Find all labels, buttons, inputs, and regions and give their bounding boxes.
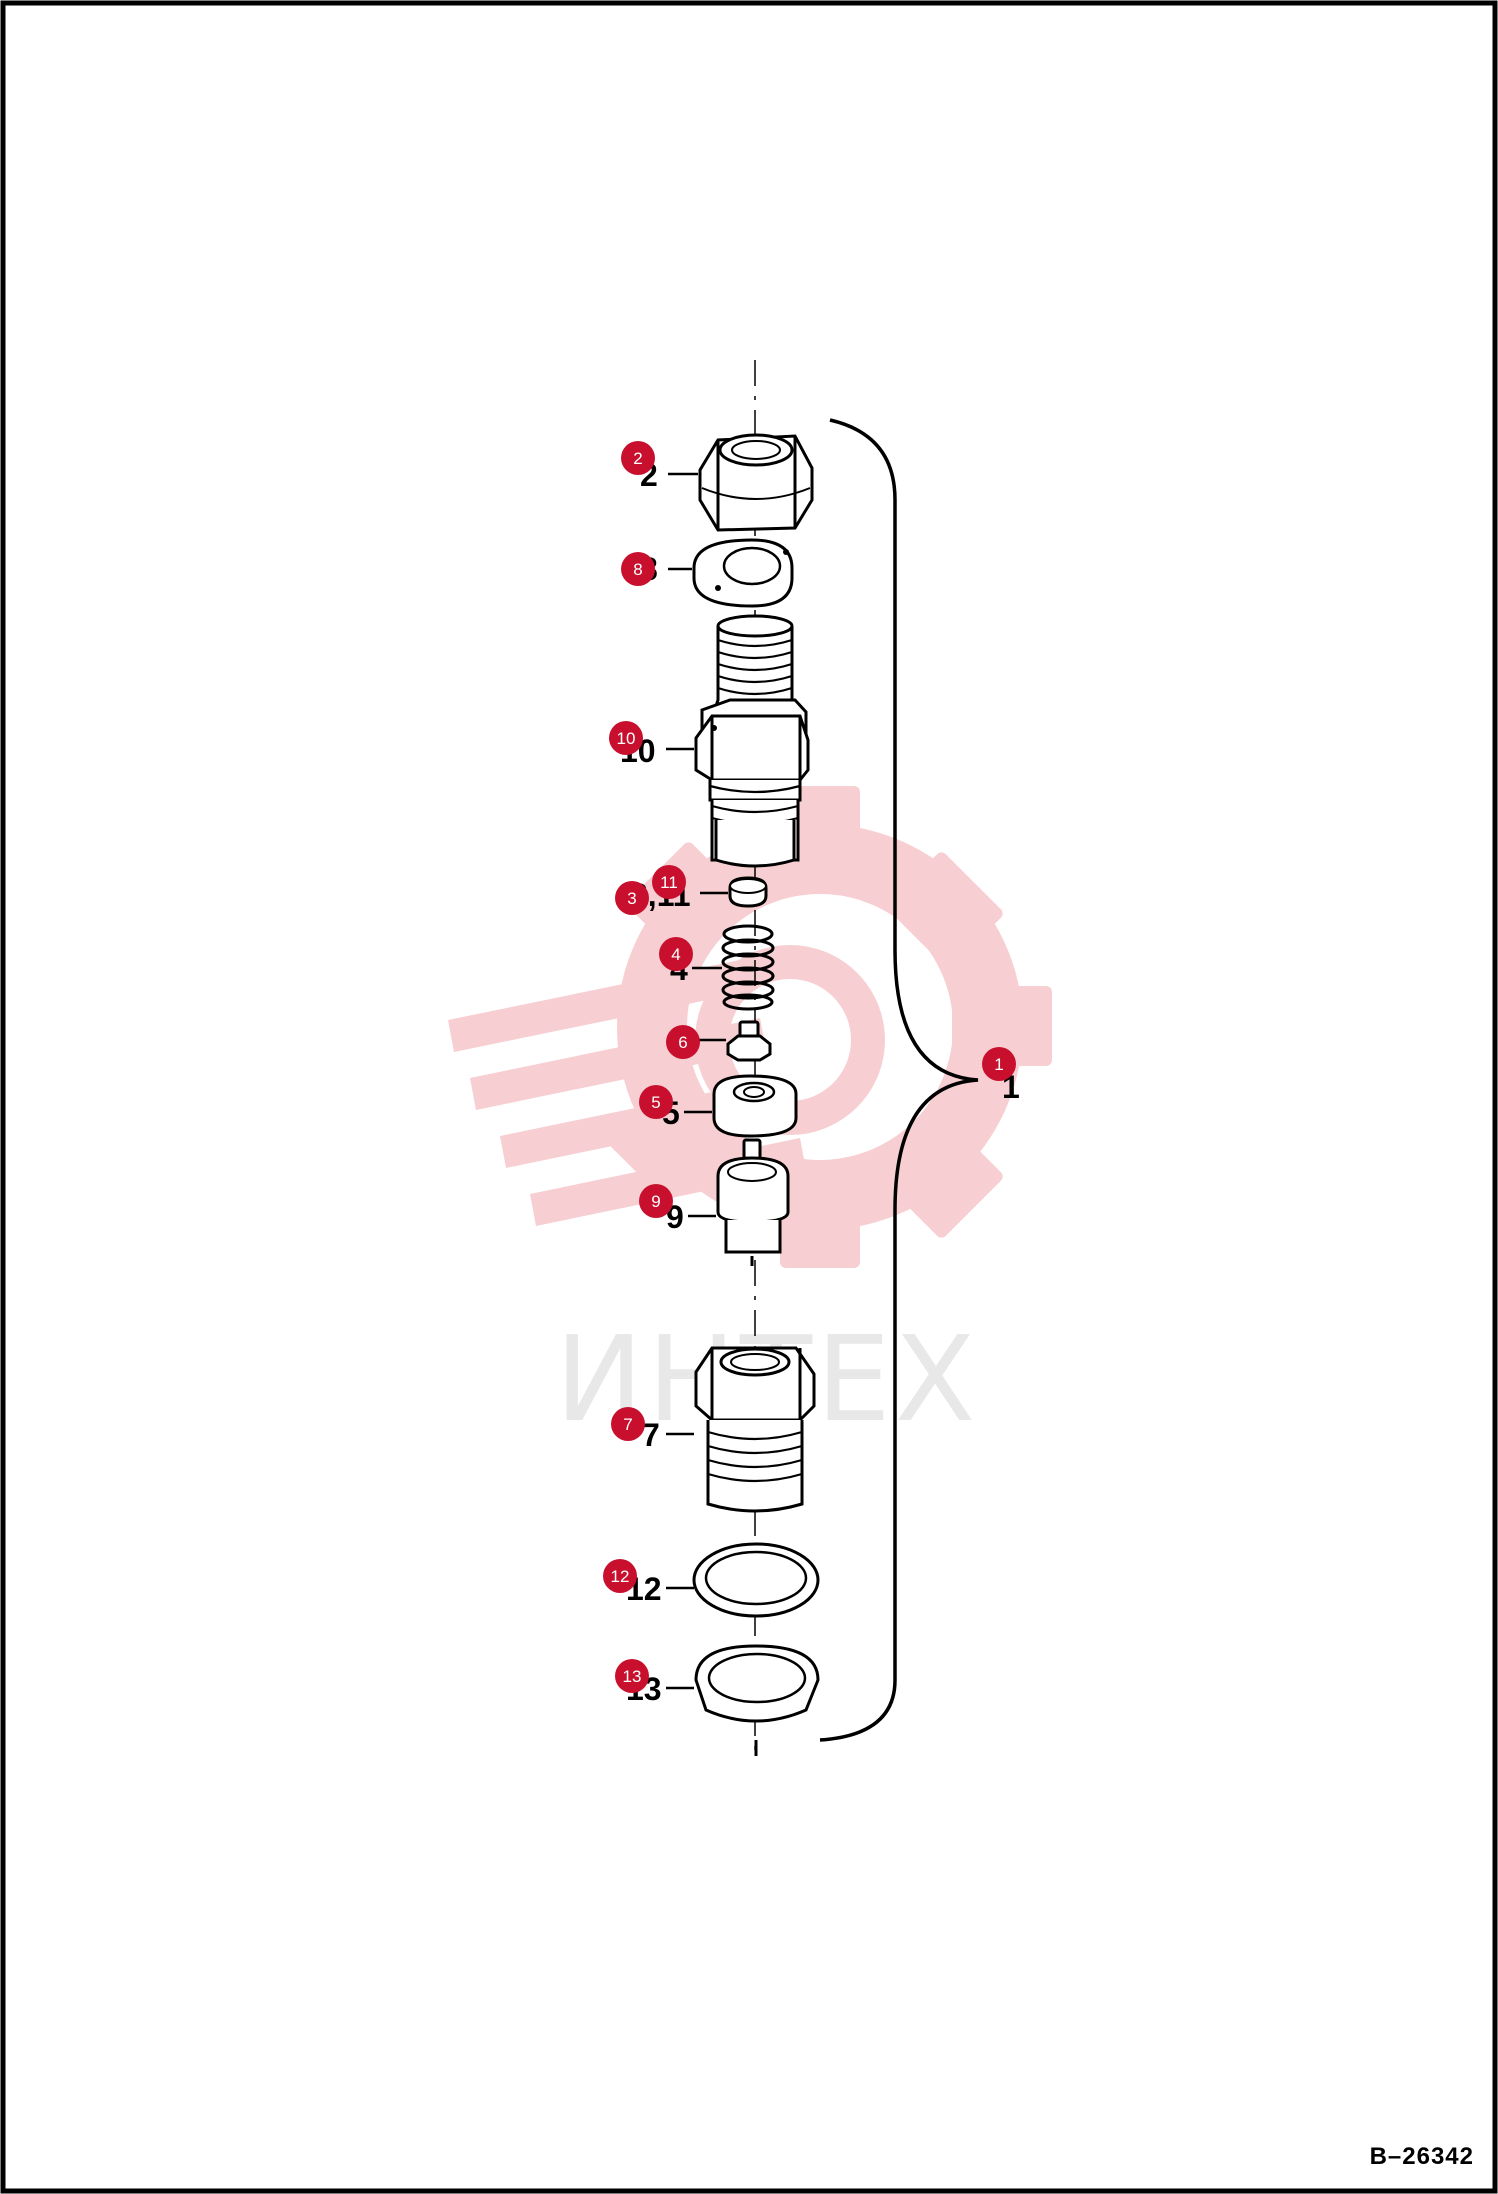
leader-lines xyxy=(666,472,728,1690)
callout-4[interactable]: 4 xyxy=(659,937,693,971)
part-6-push-rod xyxy=(726,1020,772,1062)
callout-6[interactable]: 6 xyxy=(666,1025,700,1059)
part-8-washer xyxy=(692,538,794,608)
svg-text:4: 4 xyxy=(671,945,680,964)
svg-text:13: 13 xyxy=(623,1667,642,1686)
svg-text:7: 7 xyxy=(623,1415,632,1434)
callout-5[interactable]: 5 xyxy=(639,1085,673,1119)
svg-text:1: 1 xyxy=(994,1055,1003,1074)
svg-text:12: 12 xyxy=(611,1567,630,1586)
callout-10[interactable]: 10 xyxy=(609,721,643,755)
part-12-gasket xyxy=(692,1542,820,1618)
callout-12[interactable]: 12 xyxy=(603,1559,637,1593)
svg-text:2: 2 xyxy=(633,449,642,468)
svg-text:9: 9 xyxy=(651,1192,660,1211)
part-9-nozzle xyxy=(716,1138,790,1266)
callout-3[interactable]: 3 xyxy=(615,881,649,915)
callout-8[interactable]: 8 xyxy=(621,552,655,586)
callout-7[interactable]: 7 xyxy=(611,1407,645,1441)
callout-2[interactable]: 2 xyxy=(621,441,655,475)
part-2-nut xyxy=(698,433,814,532)
callout-badges: 1 2 8 10 11 3 4 6 xyxy=(603,441,1016,1693)
svg-text:11: 11 xyxy=(660,873,678,892)
drawing-reference: B–26342 xyxy=(1370,2143,1474,2170)
part-4-spring xyxy=(721,924,775,1011)
svg-text:3: 3 xyxy=(627,889,636,908)
part-7-retaining-nut xyxy=(694,1346,816,1513)
part-3-11-shim xyxy=(728,876,768,908)
callout-11[interactable]: 11 xyxy=(652,865,686,899)
callout-13[interactable]: 13 xyxy=(615,1659,649,1693)
svg-text:8: 8 xyxy=(633,560,642,579)
part-10-nozzle-holder xyxy=(694,614,810,868)
svg-text:6: 6 xyxy=(678,1033,687,1052)
assembly-brace xyxy=(819,418,979,1742)
label-item-7: 7 xyxy=(642,1417,660,1453)
svg-text:10: 10 xyxy=(617,729,636,748)
callout-1[interactable]: 1 xyxy=(982,1047,1016,1081)
svg-text:5: 5 xyxy=(651,1093,660,1112)
part-13-seal-cup xyxy=(694,1644,820,1756)
part-5-spacer xyxy=(712,1074,798,1138)
callout-9[interactable]: 9 xyxy=(639,1184,673,1218)
